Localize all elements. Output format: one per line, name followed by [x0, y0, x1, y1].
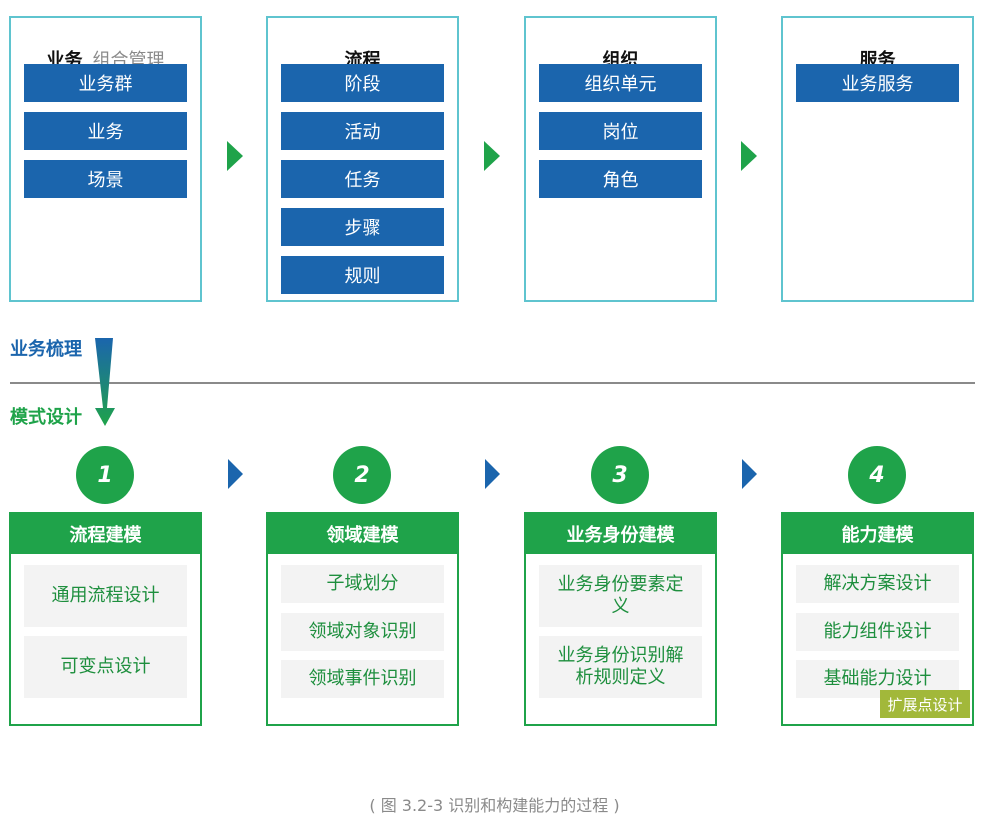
capability-modeling-box: 能力建模 解决方案设计 能力组件设计 基础能力设计 扩展点设计	[781, 512, 974, 726]
process-item-stage: 阶段	[281, 64, 444, 102]
process-modeling-title: 流程建模	[11, 514, 200, 554]
business-item-scenario: 场景	[24, 160, 187, 198]
step-number-4: 4	[848, 446, 906, 504]
arrow-right-icon	[228, 459, 243, 489]
business-identity-modeling-title: 业务身份建模	[526, 514, 715, 554]
identity-element-definition: 业务身份要素定义	[539, 565, 702, 627]
business-analysis-label: 业务梳理	[10, 339, 82, 360]
figure-caption: ( 图 3.2-3 识别和构建能力的过程 )	[369, 796, 620, 815]
arrow-down-icon	[95, 338, 115, 426]
organization-box: 组织 组织单元 岗位 角色	[524, 16, 717, 302]
organization-item-unit: 组织单元	[539, 64, 702, 102]
arrow-right-icon	[485, 459, 500, 489]
pattern-design-label: 模式设计	[10, 407, 82, 428]
identity-parsing-rule-definition: 业务身份识别解析规则定义	[539, 636, 702, 698]
domain-modeling-box: 领域建模 子域划分 领域对象识别 领域事件识别	[266, 512, 459, 726]
service-item-business-service: 业务服务	[796, 64, 959, 102]
step-number-2: 2	[333, 446, 391, 504]
extension-point-tag: 扩展点设计	[880, 690, 970, 718]
step-number-1: 1	[76, 446, 134, 504]
organization-item-role: 角色	[539, 160, 702, 198]
business-item-group: 业务群	[24, 64, 187, 102]
domain-event-identification: 领域事件识别	[281, 660, 444, 698]
domain-modeling-title: 领域建模	[268, 514, 457, 554]
divider	[10, 382, 975, 384]
business-identity-modeling-box: 业务身份建模 业务身份要素定义 业务身份识别解析规则定义	[524, 512, 717, 726]
business-item-business: 业务	[24, 112, 187, 150]
capability-component-design: 能力组件设计	[796, 613, 959, 651]
solution-design: 解决方案设计	[796, 565, 959, 603]
organization-item-post: 岗位	[539, 112, 702, 150]
capability-modeling-title: 能力建模	[783, 514, 972, 554]
arrow-right-icon	[741, 141, 757, 171]
domain-object-identification: 领域对象识别	[281, 613, 444, 651]
process-item-task: 任务	[281, 160, 444, 198]
arrow-right-icon	[484, 141, 500, 171]
process-item-step: 步骤	[281, 208, 444, 246]
general-process-design: 通用流程设计	[24, 565, 187, 627]
service-box: 服务 业务服务	[781, 16, 974, 302]
business-box: 业务组合管理 业务群 业务 场景	[9, 16, 202, 302]
arrow-right-icon	[227, 141, 243, 171]
process-item-activity: 活动	[281, 112, 444, 150]
subdomain-partition: 子域划分	[281, 565, 444, 603]
process-box: 流程 阶段 活动 任务 步骤 规则	[266, 16, 459, 302]
arrow-right-icon	[742, 459, 757, 489]
variation-point-design: 可变点设计	[24, 636, 187, 698]
step-number-3: 3	[591, 446, 649, 504]
process-modeling-box: 流程建模 通用流程设计 可变点设计	[9, 512, 202, 726]
process-item-rule: 规则	[281, 256, 444, 294]
